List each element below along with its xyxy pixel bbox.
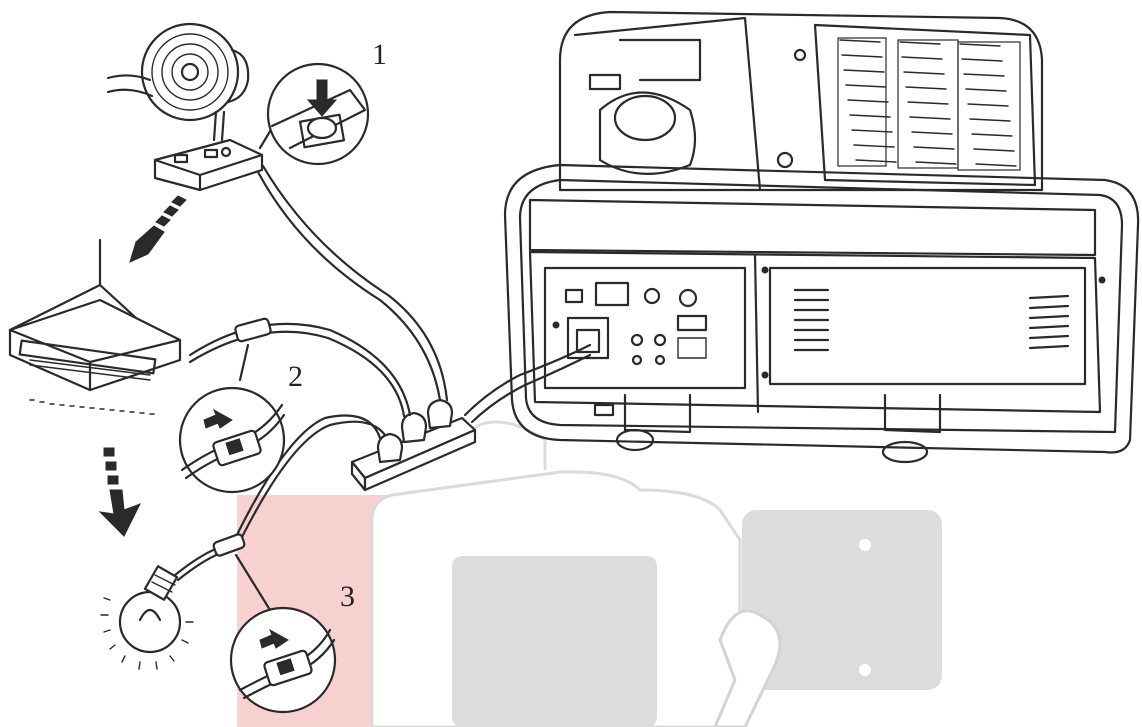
plug-3 (378, 434, 402, 462)
step-number-1: 1 (372, 38, 387, 71)
step-number-3: 3 (340, 580, 355, 613)
watermark-logo (237, 422, 942, 727)
plug-1 (428, 400, 452, 428)
callout-1-push-button (260, 64, 368, 164)
cable-fan (258, 172, 440, 400)
plug-2 (402, 413, 426, 442)
wheel-left (617, 430, 653, 450)
sequence-arrow-1 (130, 196, 186, 262)
callout-1-circle (268, 64, 368, 164)
callout-2-slide-switch (180, 345, 284, 492)
power-strip (352, 400, 475, 490)
push-button (308, 118, 336, 138)
heater-inline-switch (235, 318, 272, 342)
watermark-screen (452, 556, 657, 727)
heater-body (10, 300, 180, 390)
light-bulb (101, 533, 245, 669)
fan (108, 24, 262, 190)
side-vent-left (795, 290, 828, 350)
heat-lines (30, 400, 154, 414)
sequence-arrow-2 (100, 448, 140, 536)
generator (505, 12, 1138, 462)
wheel-right (883, 442, 927, 462)
step-number-2: 2 (288, 360, 303, 393)
bulb-glass (120, 592, 180, 652)
